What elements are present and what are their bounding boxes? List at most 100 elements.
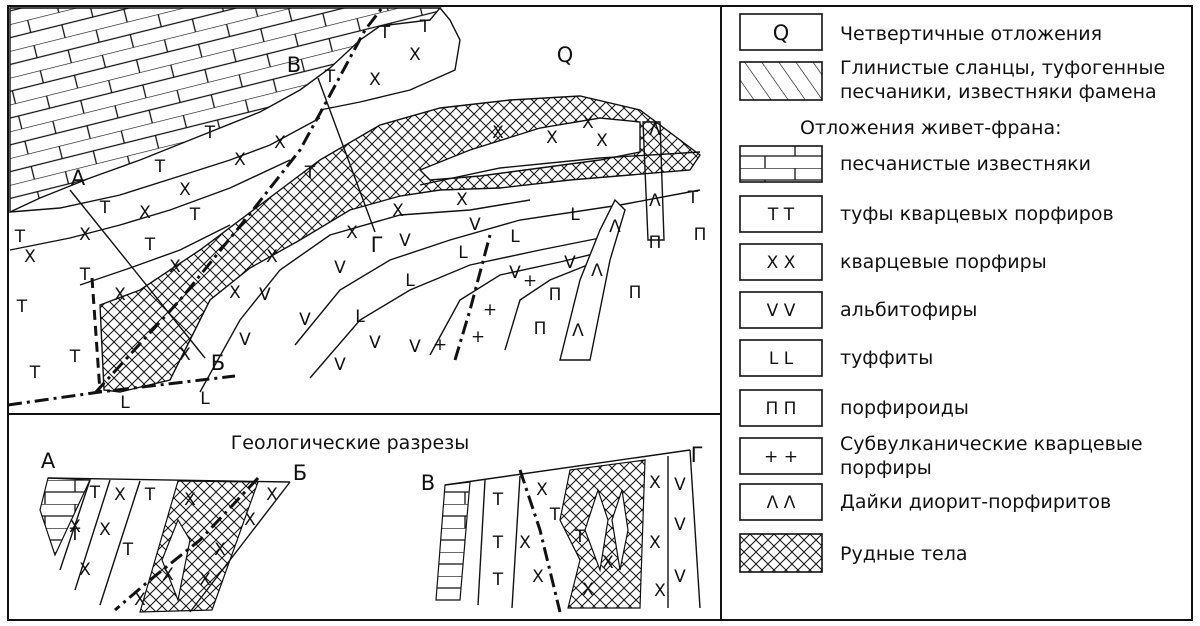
porphyry-symbol: Х — [649, 533, 661, 553]
albitophyre-symbol: V — [239, 330, 251, 350]
tuffite-symbol: L — [120, 393, 130, 413]
dyke — [559, 198, 626, 361]
albitophyre-symbol: V — [369, 333, 381, 353]
dyke-symbol: Λ — [649, 191, 661, 211]
legend-text-subvolcanic-1: Субвулканические кварцевые — [840, 433, 1143, 455]
tuffite-symbol: L — [355, 307, 365, 327]
legend-sym-9: + + — [764, 447, 798, 467]
porphyry-symbol: Х — [602, 553, 614, 573]
tuff-symbol: Т — [122, 540, 134, 560]
tuff-symbol: Т — [492, 570, 504, 590]
porphyroid-symbol: П — [649, 233, 662, 253]
legend-text-albitophyre: альбитофиры — [840, 299, 977, 321]
subvolcanic-symbol: + — [523, 271, 537, 291]
porphyry-symbol: Х — [199, 570, 211, 590]
legend-box-ore — [739, 533, 823, 573]
point-label-g: Г — [371, 233, 384, 257]
porphyry-symbol: Х — [582, 580, 594, 600]
legend-text-tuffite: туффиты — [840, 347, 933, 369]
albitophyre-symbol: V — [399, 231, 411, 251]
tuff-symbol: Т — [204, 123, 216, 143]
section-vg-start: В — [421, 471, 435, 495]
porphyry-symbol: Х — [654, 581, 666, 601]
albitophyre-symbol: V — [299, 310, 311, 330]
porphyry-symbol: Х — [79, 225, 91, 245]
section-line-ab — [69, 189, 206, 359]
porphyry-symbol: Х — [69, 517, 81, 537]
porphyry-symbol: Х — [409, 45, 421, 65]
tuffite-symbol: L — [200, 389, 210, 409]
tuffite-symbol: L — [405, 271, 415, 291]
limestone-unit — [9, 7, 442, 214]
albitophyre-symbol: V — [334, 355, 346, 375]
tuff-symbol: Т — [16, 297, 28, 317]
albitophyre-symbol: V — [409, 337, 421, 357]
porphyry-symbol: Х — [492, 123, 504, 143]
legend-box-dyke — [739, 483, 823, 521]
legend-sym-6: V V — [767, 301, 796, 321]
albitophyre-symbol: V — [674, 515, 686, 535]
tuff-symbol: Т — [89, 483, 101, 503]
tuff-symbol: Т — [189, 205, 201, 225]
tuff-symbol: Т — [687, 188, 699, 208]
legend-sym-4: Т Т — [767, 205, 795, 225]
section-vg-end: Г — [691, 443, 704, 467]
subvolcanic-symbol: + — [483, 300, 497, 320]
porphyroid-symbol: П — [694, 225, 707, 245]
legend-box-shale — [739, 61, 823, 101]
legend-sym-0: Q — [773, 21, 790, 45]
porphyry-symbol: Х — [244, 510, 256, 530]
albitophyre-symbol: V — [564, 253, 576, 273]
legend: Q Т Т Х Х V V L L П П + + Λ Λ Четвертичн… — [739, 13, 1165, 573]
tuff-symbol: Т — [379, 23, 391, 43]
porphyry-symbol: Х — [114, 485, 126, 505]
legend-text-dyke: Дайки диорит-порфиритов — [840, 491, 1111, 513]
legend-text-porphyry: кварцевые порфиры — [840, 251, 1047, 273]
albitophyre-symbol: V — [469, 215, 481, 235]
section-vg: В Г — [421, 443, 704, 613]
legend-text-ore: Рудные тела — [840, 543, 968, 565]
legend-box-porphyroid — [739, 389, 823, 427]
sections-title: Геологические разрезы — [231, 432, 470, 454]
quaternary-label: Q — [557, 43, 574, 67]
section-ab: А Б — [39, 449, 307, 613]
legend-box-quaternary — [739, 13, 823, 51]
point-label-v: В — [287, 53, 301, 77]
tuff-symbol: Т — [492, 490, 504, 510]
porphyroid-symbol: П — [629, 283, 642, 303]
legend-header-givetian: Отложения живет-франа: — [800, 117, 1062, 139]
tuff-symbol: Т — [549, 505, 561, 525]
albitophyre-symbol: V — [674, 567, 686, 587]
porphyry-symbol: Х — [536, 480, 548, 500]
porphyry-symbol: Х — [274, 133, 286, 153]
legend-text-porphyroid: порфироиды — [840, 397, 969, 419]
porphyry-symbol: Х — [24, 247, 36, 267]
porphyry-symbol: Х — [649, 473, 661, 493]
ore-body — [99, 95, 701, 393]
tuffite-symbol: L — [510, 227, 520, 247]
legend-text-shale-2: песчаники, известняки фамена — [840, 81, 1157, 103]
albitophyre-symbol: V — [334, 258, 346, 278]
porphyry-symbol: Х — [214, 540, 226, 560]
porphyry-symbol: Х — [179, 345, 191, 365]
porphyry-symbol: Х — [532, 567, 544, 587]
dyke-symbol: Λ — [591, 261, 603, 281]
tuff-symbol: Т — [154, 157, 166, 177]
legend-sym-8: П П — [766, 399, 797, 419]
tuff-symbol: Т — [144, 485, 156, 505]
tuff-symbol: Т — [324, 67, 336, 87]
porphyry-symbol: Х — [179, 180, 191, 200]
legend-sym-5: Х Х — [767, 253, 796, 273]
subvolcanic-symbol: + — [433, 335, 447, 355]
legend-frame — [720, 5, 1193, 621]
section-ab-start: А — [41, 449, 56, 473]
legend-box-porphyry — [739, 243, 823, 281]
porphyry-symbol: Х — [229, 283, 241, 303]
porphyry-symbol: Х — [184, 490, 196, 510]
porphyry-symbol: Х — [266, 485, 278, 505]
legend-sym-7: L L — [769, 349, 794, 369]
tuff-symbol: Т — [69, 347, 81, 367]
porphyry-symbol: Х — [134, 590, 146, 610]
tuff-symbol: Т — [99, 198, 111, 218]
